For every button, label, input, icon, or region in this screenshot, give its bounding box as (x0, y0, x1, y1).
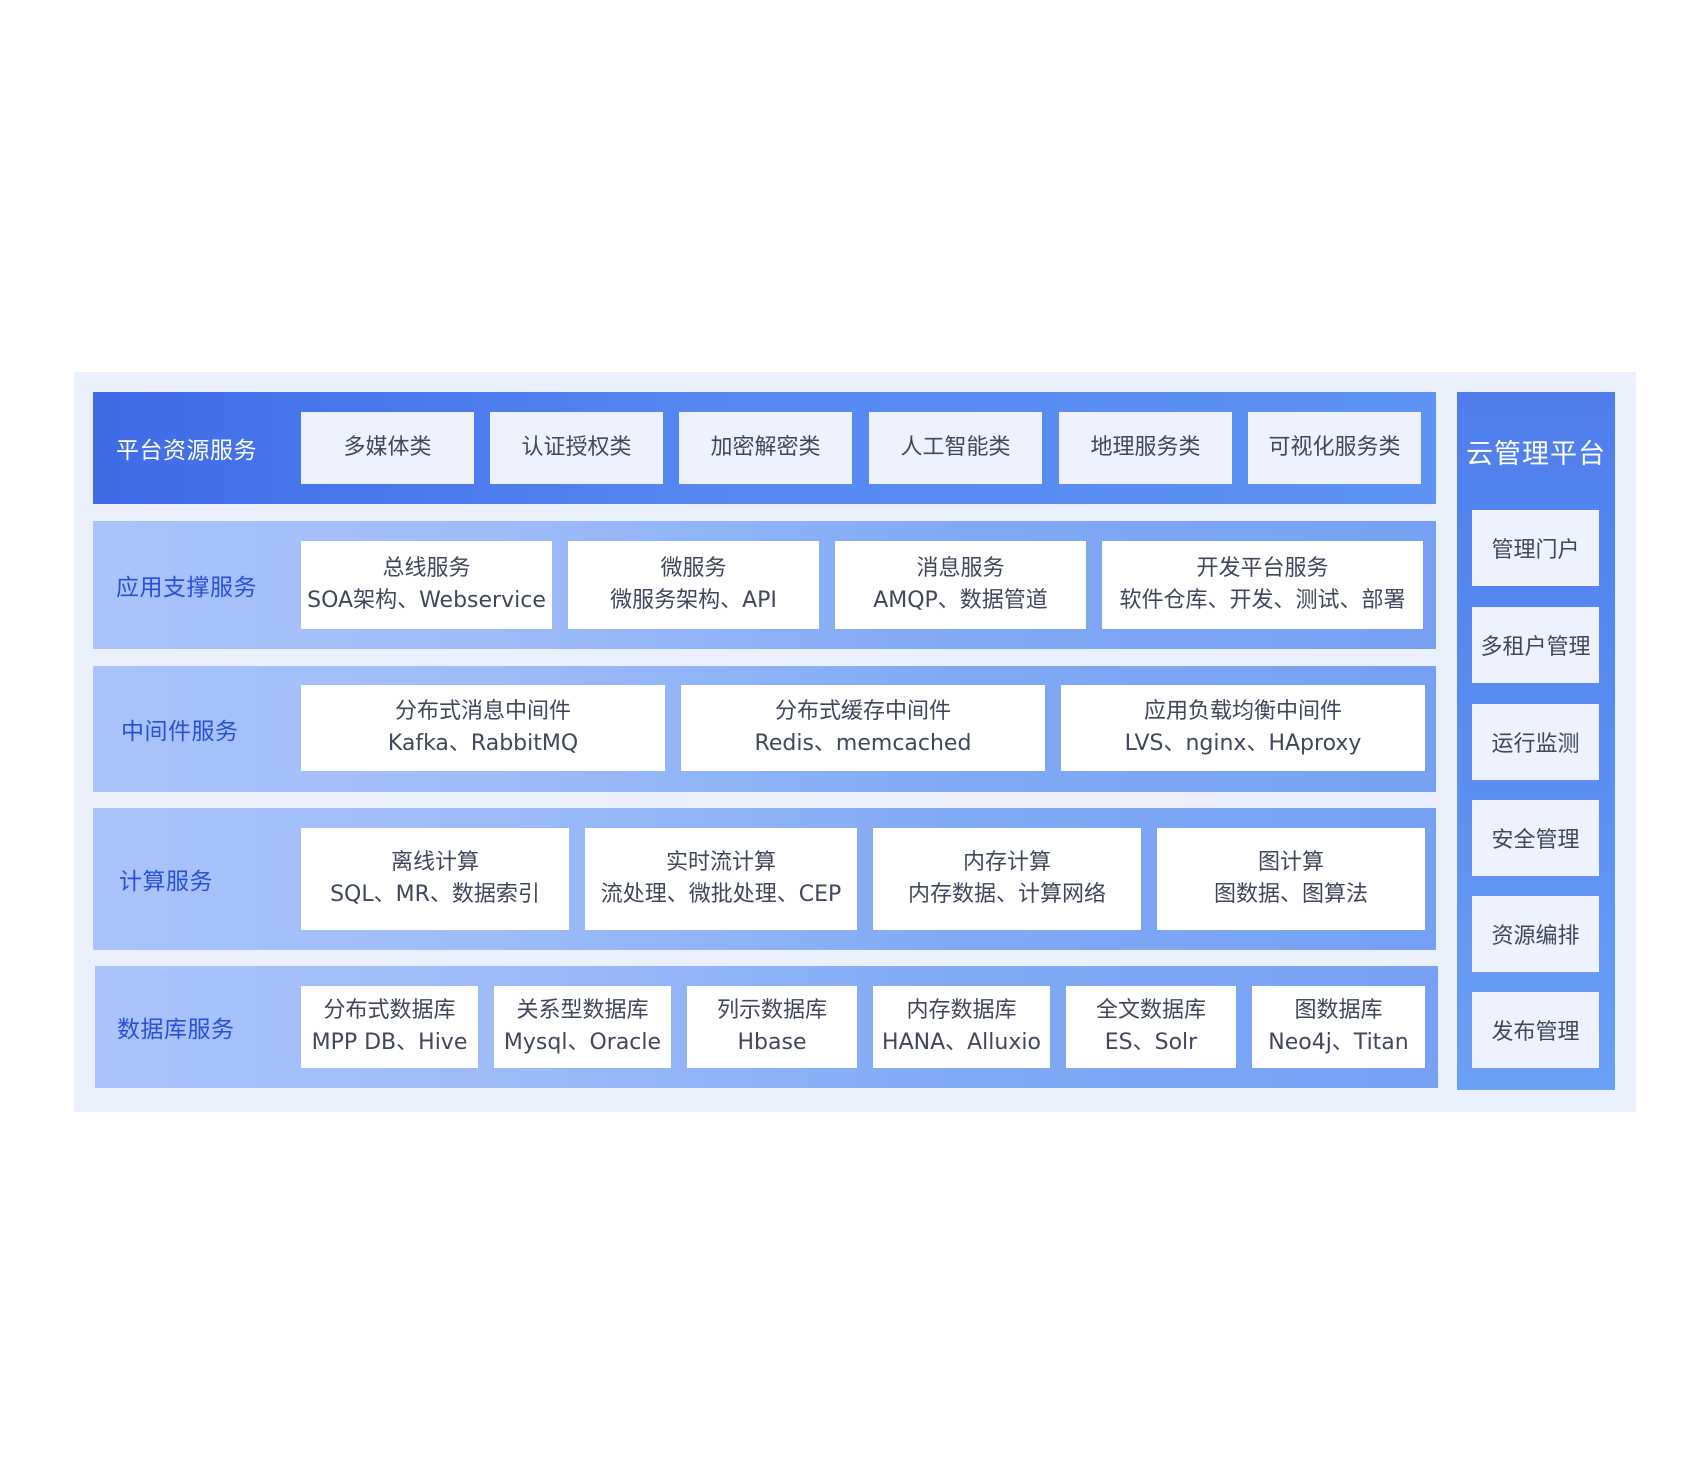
item-desc: SQL、MR、数据索引 (330, 882, 540, 907)
database-item: 内存数据库 HANA、Alluxio (873, 986, 1050, 1068)
item-desc: HANA、Alluxio (882, 1030, 1041, 1055)
platform-resource-row: 平台资源服务 多媒体类 认证授权类 加密解密类 人工智能类 地理服务类 可视化服… (93, 392, 1436, 504)
item-desc: AMQP、数据管道 (873, 588, 1048, 613)
app-support-item: 开发平台服务 软件仓库、开发、测试、部署 (1102, 541, 1423, 629)
item-name: 应用负载均衡中间件 (1143, 699, 1342, 724)
middleware-item: 应用负载均衡中间件 LVS、nginx、HAproxy (1061, 685, 1425, 771)
item-name: 分布式消息中间件 (394, 699, 571, 724)
item-name: 图数据库 (1294, 998, 1383, 1023)
cloud-mgmt-title: 云管理平台 (1466, 439, 1606, 470)
cloud-mgmt-item: 发布管理 (1472, 992, 1599, 1068)
item-desc: 流处理、微批处理、CEP (600, 882, 842, 907)
item-name: 离线计算 (390, 850, 479, 875)
platform-resource-item: 地理服务类 (1059, 412, 1232, 484)
platform-resource-item: 可视化服务类 (1248, 412, 1421, 484)
item-desc: Hbase (737, 1030, 807, 1055)
item-name: 分布式缓存中间件 (774, 699, 951, 724)
item-desc: 内存数据、计算网络 (907, 882, 1106, 907)
platform-resource-item: 加密解密类 (679, 412, 852, 484)
database-item: 图数据库 Neo4j、Titan (1252, 986, 1425, 1068)
item-name: 消息服务 (916, 556, 1005, 581)
compute-item: 内存计算 内存数据、计算网络 (873, 828, 1141, 930)
item-name: 全文数据库 (1095, 998, 1206, 1023)
cloud-mgmt-item: 多租户管理 (1472, 607, 1599, 683)
compute-title: 计算服务 (119, 869, 213, 895)
item-desc: 图数据、图算法 (1213, 882, 1368, 907)
compute-item: 图计算 图数据、图算法 (1157, 828, 1425, 930)
cloud-mgmt-item: 安全管理 (1472, 800, 1599, 876)
database-item: 分布式数据库 MPP DB、Hive (301, 986, 478, 1068)
platform-resource-item: 多媒体类 (301, 412, 474, 484)
database-item: 关系型数据库 Mysql、Oracle (494, 986, 671, 1068)
item-name: 图计算 (1257, 850, 1324, 875)
platform-resource-title: 平台资源服务 (116, 438, 257, 464)
item-desc: Mysql、Oracle (503, 1030, 662, 1055)
item-name: 关系型数据库 (516, 998, 649, 1023)
database-item: 全文数据库 ES、Solr (1066, 986, 1236, 1068)
cloud-mgmt-item: 管理门户 (1472, 510, 1599, 586)
item-name: 可视化服务类 (1268, 435, 1401, 460)
item-desc: 软件仓库、开发、测试、部署 (1119, 588, 1406, 613)
database-title: 数据库服务 (117, 1017, 235, 1043)
item-name: 认证授权类 (521, 435, 632, 460)
item-desc: MPP DB、Hive (311, 1030, 468, 1055)
item-name: 人工智能类 (900, 435, 1011, 460)
item-name: 实时流计算 (665, 850, 776, 875)
item-desc: 微服务架构、API (610, 588, 777, 613)
database-row: 数据库服务 分布式数据库 MPP DB、Hive 关系型数据库 Mysql、Or… (95, 966, 1438, 1088)
app-support-item: 消息服务 AMQP、数据管道 (835, 541, 1086, 629)
item-name: 总线服务 (382, 556, 471, 581)
app-support-item: 微服务 微服务架构、API (568, 541, 819, 629)
middleware-title: 中间件服务 (121, 719, 239, 745)
app-support-title: 应用支撑服务 (116, 575, 257, 601)
item-name: 地理服务类 (1090, 435, 1201, 460)
platform-resource-item: 人工智能类 (869, 412, 1042, 484)
item-desc: Neo4j、Titan (1268, 1030, 1409, 1055)
item-name: 列示数据库 (716, 998, 827, 1023)
cloud-mgmt-item: 资源编排 (1472, 896, 1599, 972)
compute-item: 实时流计算 流处理、微批处理、CEP (585, 828, 857, 930)
item-desc: SOA架构、Webservice (307, 588, 546, 613)
database-item: 列示数据库 Hbase (687, 986, 857, 1068)
app-support-item: 总线服务 SOA架构、Webservice (301, 541, 552, 629)
middleware-item: 分布式缓存中间件 Redis、memcached (681, 685, 1045, 771)
item-desc: Kafka、RabbitMQ (387, 731, 579, 756)
item-name: 内存数据库 (906, 998, 1017, 1023)
item-name: 内存计算 (962, 850, 1051, 875)
item-name: 分布式数据库 (323, 998, 456, 1023)
middleware-item: 分布式消息中间件 Kafka、RabbitMQ (301, 685, 665, 771)
item-desc: ES、Solr (1104, 1030, 1198, 1055)
cloud-mgmt-item: 运行监测 (1472, 704, 1599, 780)
item-name: 微服务 (660, 556, 727, 581)
item-name: 加密解密类 (710, 435, 821, 460)
item-desc: Redis、memcached (754, 731, 972, 756)
item-desc: LVS、nginx、HAproxy (1124, 731, 1362, 756)
item-name: 开发平台服务 (1196, 556, 1329, 581)
compute-row: 计算服务 离线计算 SQL、MR、数据索引 实时流计算 流处理、微批处理、CEP… (93, 808, 1436, 950)
middleware-row: 中间件服务 分布式消息中间件 Kafka、RabbitMQ 分布式缓存中间件 R… (93, 666, 1436, 792)
app-support-row: 应用支撑服务 总线服务 SOA架构、Webservice 微服务 微服务架构、A… (93, 521, 1436, 649)
item-name: 多媒体类 (343, 435, 432, 460)
compute-item: 离线计算 SQL、MR、数据索引 (301, 828, 569, 930)
platform-resource-item: 认证授权类 (490, 412, 663, 484)
